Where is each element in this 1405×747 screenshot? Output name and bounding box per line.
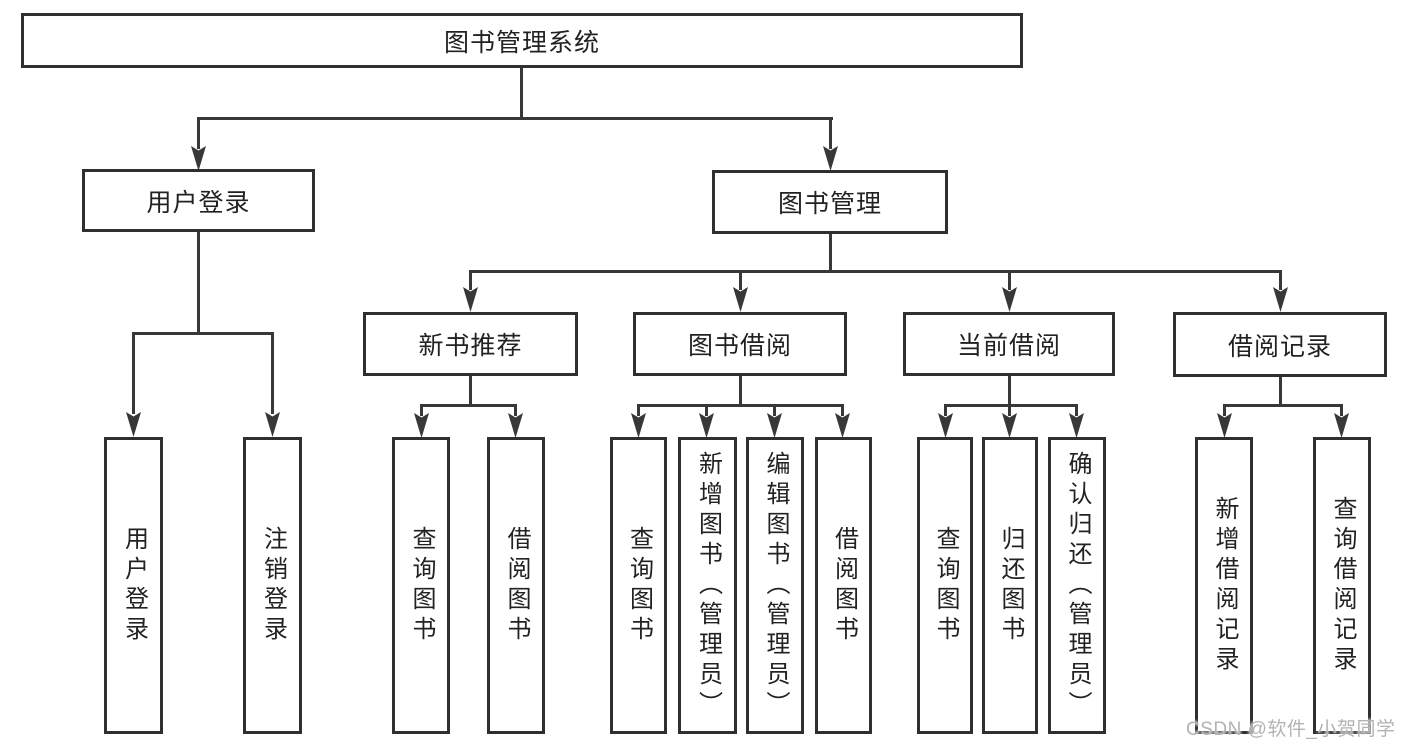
leaf-bb-edit-books: 编辑图书（管理员） <box>746 437 804 734</box>
arrowhead-icon <box>1273 287 1288 312</box>
leaf-nbr-query-books: 查询图书 <box>392 437 450 734</box>
connector-borrow-records-stem <box>1279 377 1282 407</box>
leaf-cb-query-books: 查询图书 <box>917 437 973 734</box>
node-user-login: 用户登录 <box>82 169 315 232</box>
connector-leaf-stem <box>514 404 517 416</box>
leaf-bb-borrow-books: 借阅图书 <box>815 437 872 734</box>
arrowhead-icon <box>414 413 429 438</box>
connector-leaf-stem <box>420 404 423 416</box>
leaf-user-login-label: 用户登录 <box>120 525 148 646</box>
leaf-bb-edit-books-label: 编辑图书（管理员） <box>762 450 789 721</box>
connector-leaf-stem <box>1075 404 1078 416</box>
connector-book-mgmt-bar <box>469 270 1282 273</box>
leaf-br-query-record-label: 查询借阅记录 <box>1329 495 1356 676</box>
csdn-watermark: CSDN @软件_小贺同学 <box>1186 719 1396 740</box>
arrowhead-icon <box>1334 413 1349 438</box>
leaf-nbr-borrow-books: 借阅图书 <box>487 437 545 734</box>
connector-root-bar <box>197 117 833 120</box>
leaf-br-add-record: 新增借阅记录 <box>1195 437 1253 734</box>
leaf-cb-return-books-label: 归还图书 <box>997 525 1024 646</box>
arrowhead-icon <box>508 413 523 438</box>
leaf-logout: 注销登录 <box>243 437 302 734</box>
leaf-user-login: 用户登录 <box>104 437 163 734</box>
arrowhead-icon <box>463 287 478 312</box>
leaf-br-add-record-label: 新增借阅记录 <box>1211 495 1238 676</box>
arrowhead-icon <box>265 412 280 437</box>
arrowhead-icon <box>938 413 953 438</box>
connector-to-leaf-logout <box>271 332 274 414</box>
connector-current-borrow-bar <box>944 404 1078 407</box>
connector-new-book-rec-bar <box>420 404 517 407</box>
node-root: 图书管理系统 <box>21 13 1023 68</box>
leaf-cb-query-books-label: 查询图书 <box>932 525 959 646</box>
node-current-borrow: 当前借阅 <box>903 312 1115 376</box>
node-current-borrow-label: 当前借阅 <box>956 332 1061 360</box>
leaf-bb-add-books: 新增图书（管理员） <box>678 437 737 734</box>
connector-to-borrow-records <box>1279 270 1282 290</box>
arrowhead-icon <box>767 413 782 438</box>
arrowhead-icon <box>1002 287 1017 312</box>
leaf-bb-add-books-label: 新增图书（管理员） <box>694 450 722 721</box>
connector-leaf-stem <box>637 404 640 416</box>
arrowhead-icon <box>835 413 850 438</box>
leaf-nbr-query-books-label: 查询图书 <box>408 525 435 646</box>
arrowhead-icon <box>733 287 748 312</box>
connector-book-borrow-bar <box>637 404 844 407</box>
leaf-bb-borrow-books-label: 借阅图书 <box>830 525 858 646</box>
connector-new-book-rec-stem <box>469 376 472 407</box>
connector-leaf-stem <box>1008 404 1011 416</box>
connector-book-borrow-stem <box>739 376 742 407</box>
connector-leaf-stem <box>1223 404 1226 416</box>
arrowhead-icon <box>823 146 838 171</box>
leaf-br-query-record: 查询借阅记录 <box>1313 437 1371 734</box>
connector-user-login-stem <box>197 232 200 334</box>
connector-to-current-borrow <box>1008 270 1011 290</box>
leaf-logout-label: 注销登录 <box>259 525 287 646</box>
connector-leaf-stem <box>841 404 844 416</box>
connector-to-book-borrow <box>739 270 742 290</box>
connector-to-new-book-rec <box>469 270 472 290</box>
leaf-nbr-borrow-books-label: 借阅图书 <box>503 525 530 646</box>
node-book-borrow: 图书借阅 <box>633 312 847 376</box>
node-new-book-rec: 新书推荐 <box>363 312 578 376</box>
arrowhead-icon <box>1002 413 1017 438</box>
connector-borrow-records-bar <box>1223 404 1343 407</box>
connector-leaf-stem <box>705 404 708 416</box>
arrowhead-icon <box>126 412 141 437</box>
arrowhead-icon <box>191 146 206 171</box>
leaf-bb-query-books-label: 查询图书 <box>625 525 653 646</box>
connector-book-mgmt-stem <box>829 234 832 273</box>
connector-to-book-mgmt <box>829 117 832 149</box>
node-borrow-records-label: 借阅记录 <box>1227 332 1332 361</box>
node-new-book-rec-label: 新书推荐 <box>418 332 523 360</box>
arrowhead-icon <box>699 413 714 438</box>
connector-leaf-stem <box>773 404 776 416</box>
leaf-bb-query-books: 查询图书 <box>610 437 667 734</box>
arrowhead-icon <box>1069 413 1084 438</box>
connector-to-user-login <box>197 117 200 149</box>
connector-root-stem <box>520 68 523 119</box>
connector-leaf-stem <box>1340 404 1343 416</box>
node-book-borrow-label: 图书借阅 <box>687 332 792 360</box>
arrowhead-icon <box>1217 413 1232 438</box>
leaf-cb-confirm-return-label: 确认归还（管理员） <box>1064 450 1091 721</box>
node-root-label: 图书管理系统 <box>443 28 600 57</box>
node-book-mgmt-label: 图书管理 <box>777 190 882 218</box>
node-borrow-records: 借阅记录 <box>1173 312 1387 377</box>
connector-current-borrow-stem <box>1008 376 1011 407</box>
leaf-cb-return-books: 归还图书 <box>982 437 1038 734</box>
connector-user-login-bar <box>132 332 274 335</box>
arrowhead-icon <box>631 413 646 438</box>
connector-to-leaf-user-login <box>132 332 135 414</box>
node-book-mgmt: 图书管理 <box>712 170 948 234</box>
node-user-login-label: 用户登录 <box>146 188 251 217</box>
connector-leaf-stem <box>944 404 947 416</box>
leaf-cb-confirm-return: 确认归还（管理员） <box>1048 437 1106 734</box>
